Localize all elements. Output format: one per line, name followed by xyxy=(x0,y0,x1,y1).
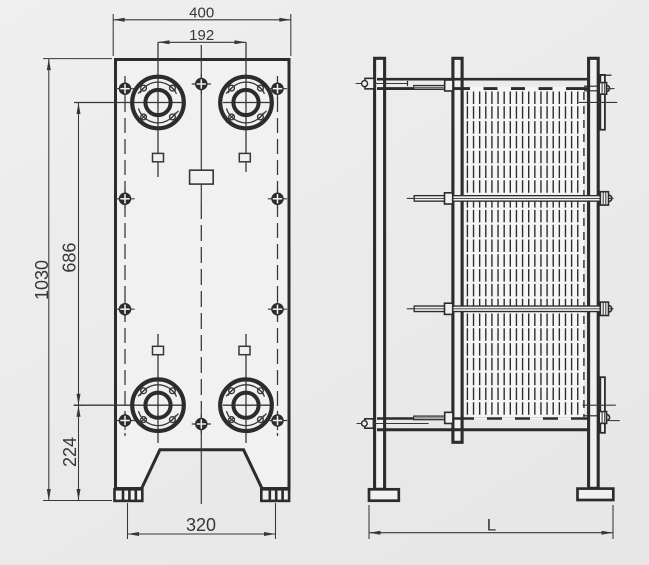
svg-text:L: L xyxy=(487,516,496,535)
svg-text:320: 320 xyxy=(186,515,216,535)
svg-text:224: 224 xyxy=(60,437,80,467)
svg-text:686: 686 xyxy=(60,243,80,273)
svg-text:1030: 1030 xyxy=(32,260,52,300)
svg-text:192: 192 xyxy=(189,27,214,44)
svg-text:400: 400 xyxy=(189,4,214,21)
